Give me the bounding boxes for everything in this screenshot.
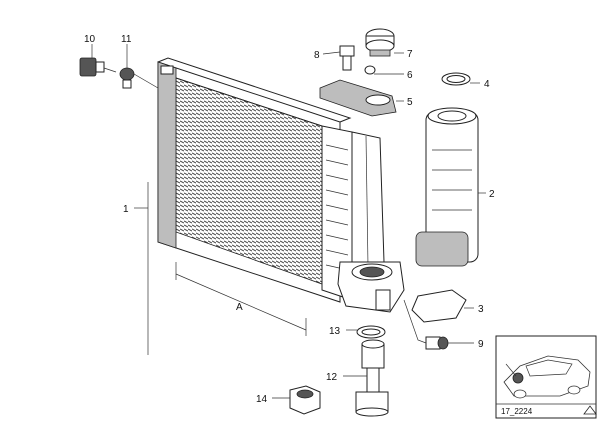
callout-9: 9: [478, 339, 484, 350]
inset-code: 17_2224: [501, 407, 533, 416]
part-14-nut: [289, 385, 321, 415]
leader-lines: [91, 44, 486, 399]
part-9-screw: [425, 336, 449, 350]
vehicle-inset: 17_2224: [495, 335, 597, 419]
callouts: 10 11 1 8 7 6 5 4 2 3 9 13 12 14 A: [84, 34, 495, 405]
part-6-ring: [364, 65, 376, 75]
callout-7: 7: [407, 49, 413, 60]
part-10-sensor: [79, 57, 105, 77]
part-8-bolt: [339, 45, 355, 71]
part-11-plug: [119, 67, 135, 89]
dimension-label: A: [236, 302, 243, 313]
callout-3: 3: [478, 304, 484, 315]
warning-triangle-icon: [583, 405, 597, 415]
part-12-drain-plug: [355, 339, 389, 417]
callout-11: 11: [121, 34, 132, 45]
part-2-expansion-tank: [415, 107, 479, 267]
part-13-oring: [356, 325, 386, 339]
callout-5: 5: [407, 97, 413, 108]
callout-12: 12: [326, 372, 338, 383]
callout-1: 1: [123, 204, 129, 215]
part-7-cap: [365, 28, 395, 57]
part-5-filler-neck: [319, 79, 397, 117]
callout-10: 10: [84, 34, 96, 45]
radiator: [157, 57, 405, 313]
callout-4: 4: [484, 79, 490, 90]
callout-6: 6: [407, 70, 413, 81]
callout-13: 13: [329, 326, 341, 337]
part-3-gasket: [411, 289, 467, 323]
callout-14: 14: [256, 394, 268, 405]
dimension-a: [175, 262, 307, 336]
callout-8: 8: [314, 50, 320, 61]
callout-2: 2: [489, 189, 495, 200]
part-4-oring: [441, 72, 471, 86]
